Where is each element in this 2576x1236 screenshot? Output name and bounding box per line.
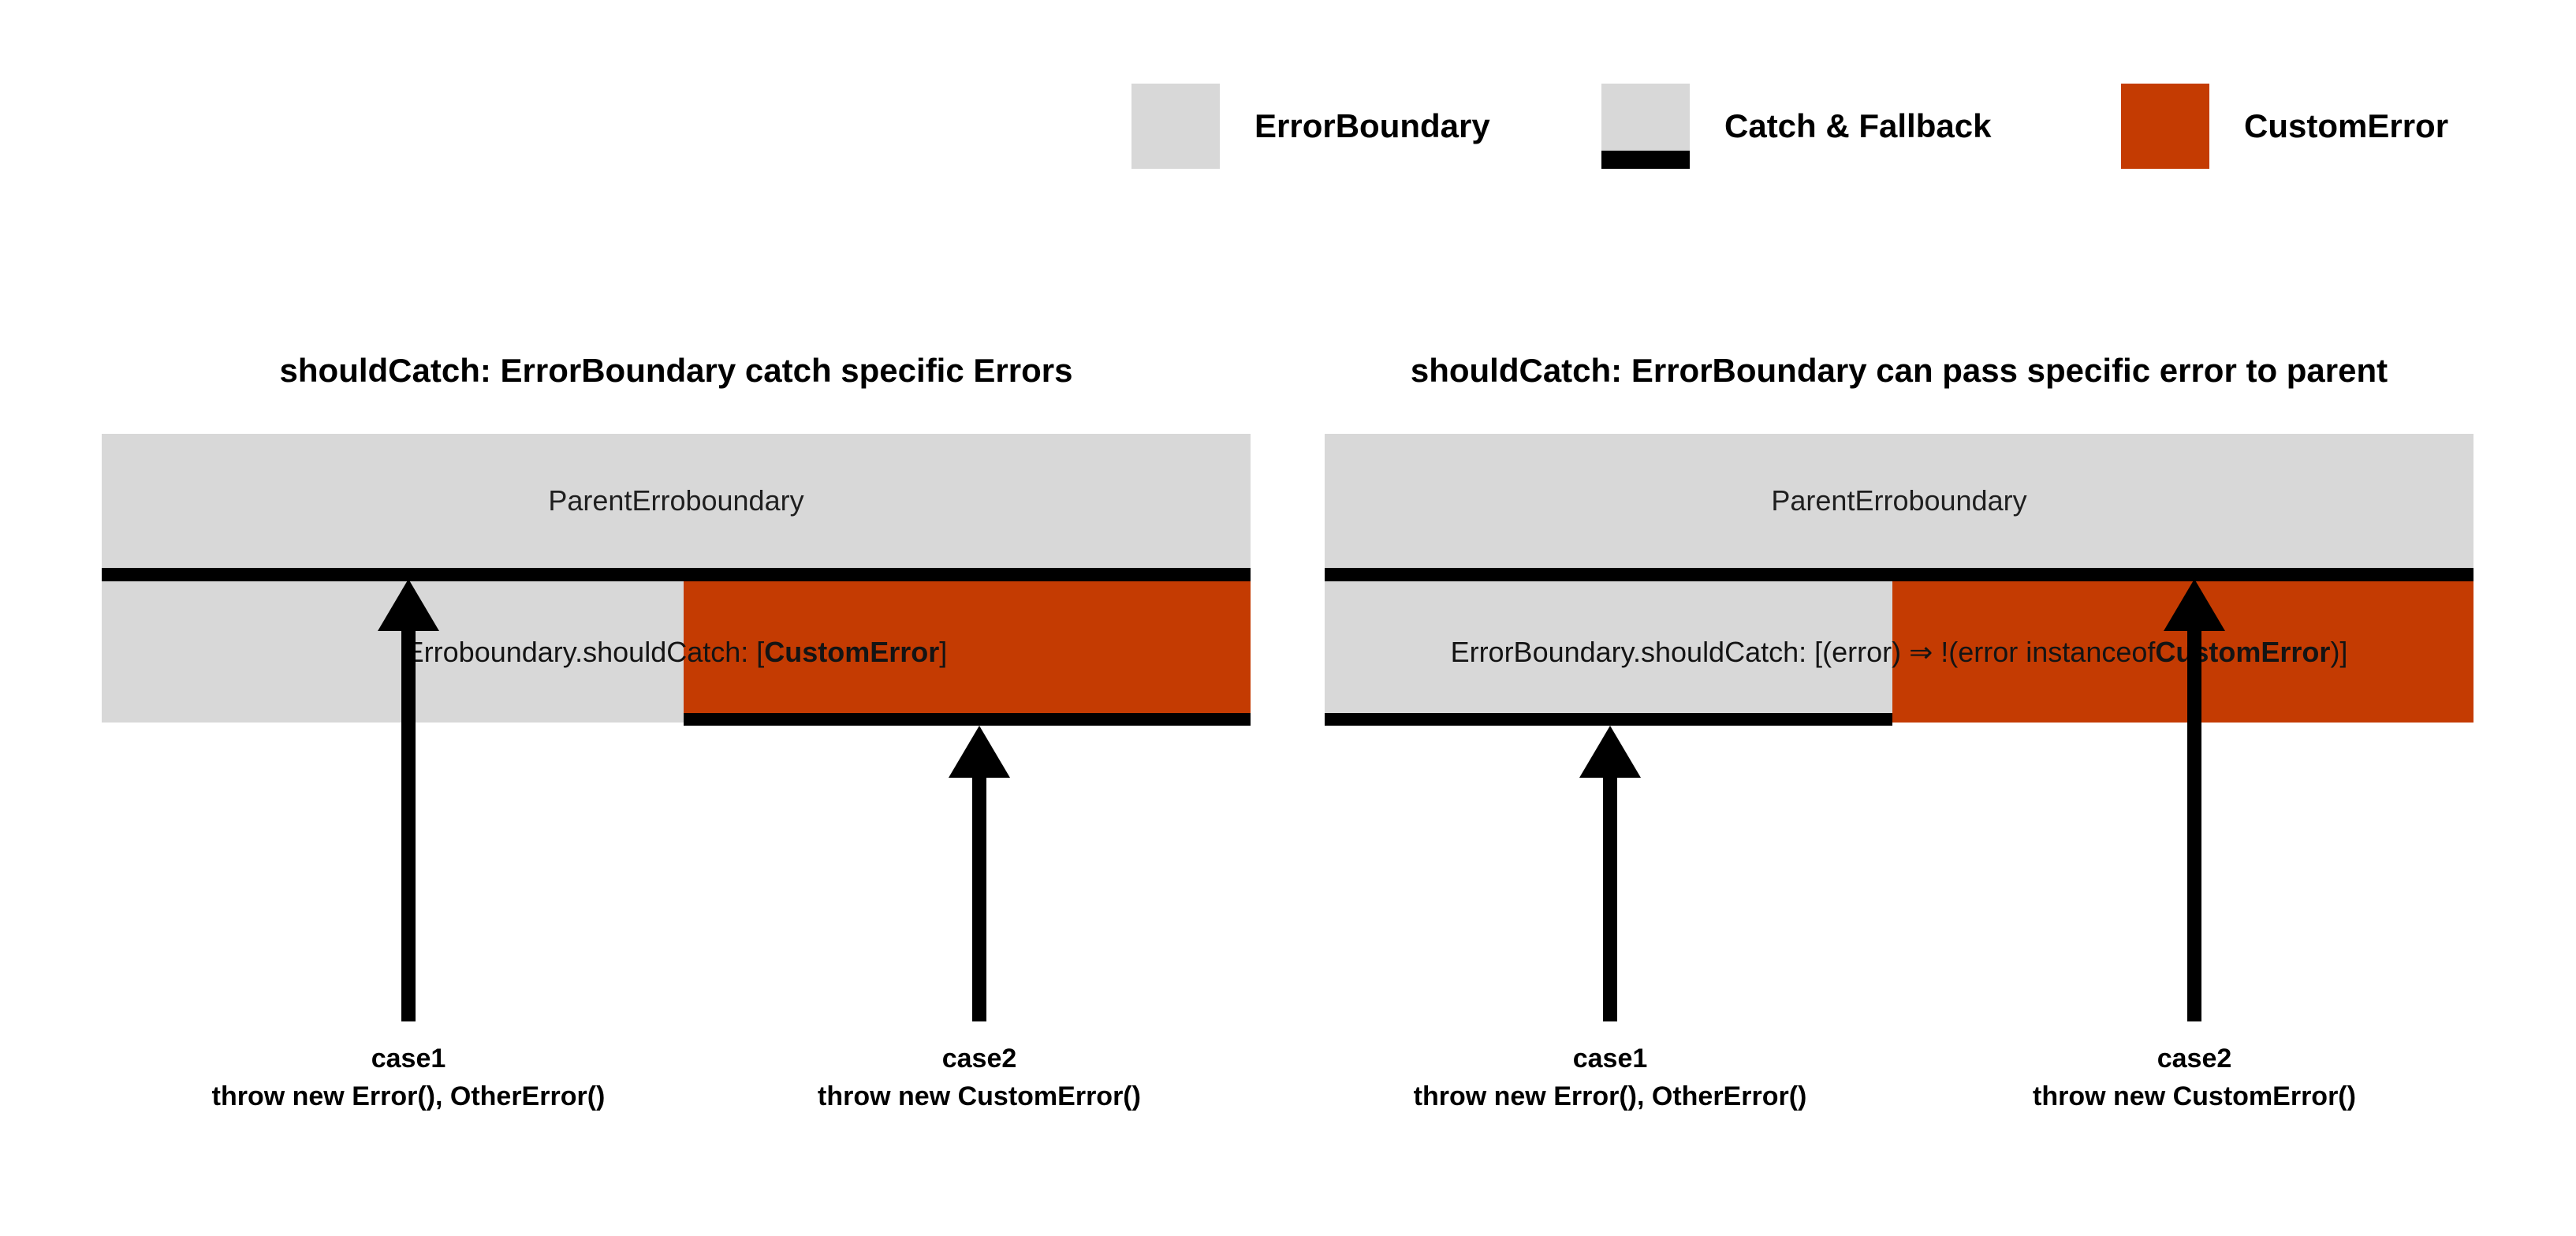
shouldcatch-text-prefix: Erroboundary.shouldCatch: [ — [404, 635, 765, 668]
legend-label-customerror: CustomError — [2244, 107, 2449, 144]
arrow-shaft — [1603, 778, 1617, 1021]
arrow-head-icon — [2164, 579, 2225, 631]
arrow-right-case2 — [2164, 579, 2225, 1021]
child-errorboundary-box: Erroboundary.shouldCatch: [CustomError] — [102, 581, 1251, 726]
child-shouldcatch-label: ErrorBoundary.shouldCatch: [(error) ⇒ !(… — [1325, 581, 2473, 723]
child-caught-section — [1325, 581, 1892, 726]
parent-errorboundary-label: ParentErroboundary — [1771, 484, 2027, 517]
customerror-swatch-icon — [2121, 84, 2209, 169]
boundary-box-left: ParentErroboundary Erroboundary.shouldCa… — [102, 434, 1251, 726]
case-name: case1 — [1572, 1044, 1648, 1074]
arrow-left-case1 — [378, 579, 439, 1021]
boundary-box-right: ParentErroboundary ErrorBoundary.shouldC… — [1325, 434, 2473, 726]
arrow-shaft — [2187, 631, 2201, 1021]
child-errorboundary-box: ErrorBoundary.shouldCatch: [(error) ⇒ !(… — [1325, 581, 2473, 726]
legend-item-customerror: CustomError — [2121, 84, 2448, 169]
case-code: throw new CustomError() — [818, 1081, 1141, 1111]
arrow-head-icon — [949, 726, 1010, 778]
parent-errorboundary-box: ParentErroboundary — [102, 434, 1251, 568]
diagram-title-pass-to-parent: shouldCatch: ErrorBoundary can pass spec… — [1410, 352, 2388, 389]
errorboundary-swatch-icon — [1131, 84, 1220, 169]
shouldcatch-text-bold: CustomError — [764, 635, 940, 668]
parent-errorboundary-label: ParentErroboundary — [548, 484, 804, 517]
arrow-shaft — [401, 631, 416, 1021]
case2-label-right: case2 throw new CustomError() — [1895, 1040, 2494, 1115]
child-shouldcatch-label: Erroboundary.shouldCatch: [CustomError] — [102, 581, 1251, 723]
shouldcatch-text-prefix: ErrorBoundary.shouldCatch: [(error) ⇒ !(… — [1450, 635, 2156, 668]
child-customerror-caught-section — [684, 581, 1251, 726]
legend-item-errorboundary: ErrorBoundary — [1131, 84, 1490, 169]
case-name: case1 — [371, 1044, 446, 1074]
case2-label-left: case2 throw new CustomError() — [680, 1040, 1279, 1115]
legend-label-catch-fallback: Catch & Fallback — [1724, 107, 1992, 144]
arrow-shaft — [972, 778, 986, 1021]
legend-item-catch-fallback: Catch & Fallback — [1601, 84, 1991, 169]
catch-fallback-swatch-icon — [1601, 84, 1690, 169]
arrow-head-icon — [378, 579, 439, 631]
shouldcatch-text-suffix: ] — [939, 635, 948, 668]
legend-label-errorboundary: ErrorBoundary — [1254, 107, 1490, 144]
arrow-head-icon — [1579, 726, 1641, 778]
parent-catch-fallback-bar — [1325, 568, 2473, 581]
diagram-title-catch-specific: shouldCatch: ErrorBoundary catch specifi… — [279, 352, 1073, 389]
case-name: case2 — [2157, 1044, 2232, 1074]
case1-label-left: case1 throw new Error(), OtherError() — [109, 1040, 708, 1115]
arrow-left-case2 — [949, 726, 1010, 1021]
case-code: throw new CustomError() — [2033, 1081, 2356, 1111]
case-name: case2 — [941, 1044, 1017, 1074]
parent-errorboundary-box: ParentErroboundary — [1325, 434, 2473, 568]
case-code: throw new Error(), OtherError() — [1413, 1081, 1807, 1111]
arrow-right-case1 — [1579, 726, 1641, 1021]
shouldcatch-text-suffix: )] — [2330, 635, 2348, 668]
case1-label-right: case1 throw new Error(), OtherError() — [1310, 1040, 1910, 1115]
case-code: throw new Error(), OtherError() — [211, 1081, 606, 1111]
shouldcatch-text-bold: CustomError — [2155, 635, 2331, 668]
parent-catch-fallback-bar — [102, 568, 1251, 581]
